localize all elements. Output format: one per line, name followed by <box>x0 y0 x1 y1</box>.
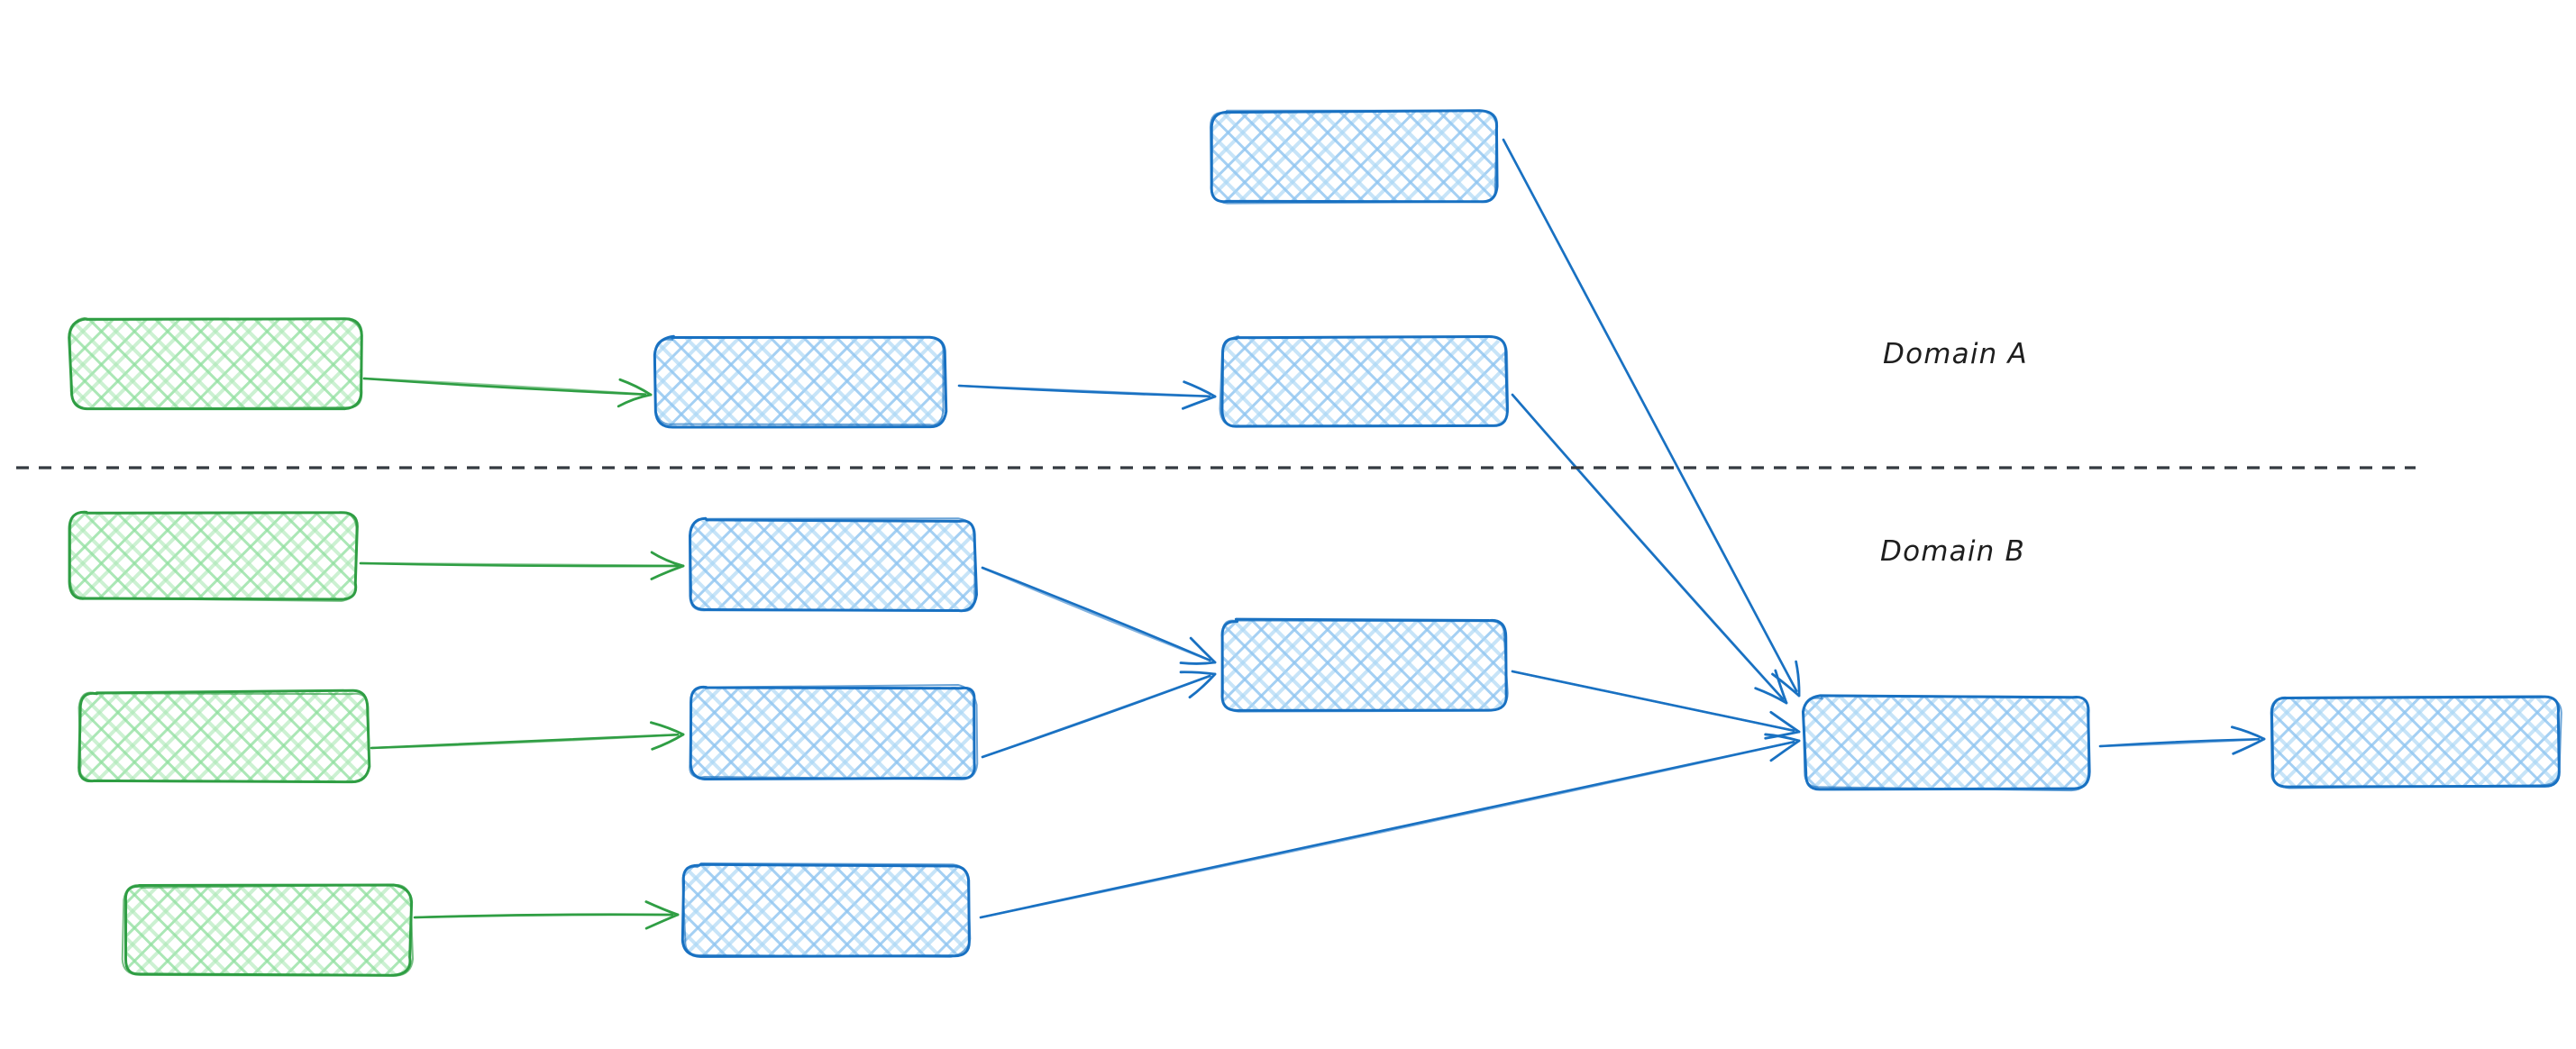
edge-b-blue-2-to-b-blue-mid <box>981 670 1217 759</box>
node-a-blue-1[interactable] <box>653 334 948 429</box>
edge-a-green-1-to-a-blue-1 <box>362 377 653 408</box>
edges-layer <box>359 138 2266 930</box>
node-b-green-1[interactable] <box>68 510 359 602</box>
node-b-blue-merge[interactable] <box>1801 694 2091 792</box>
edge-b-green-1-to-b-blue-1 <box>359 551 685 580</box>
node-b-green-3[interactable] <box>121 883 415 977</box>
edge-a-top-blue-to-b-blue-merge <box>1502 138 1801 698</box>
edge-b-blue-merge-to-b-blue-final <box>2098 725 2266 755</box>
nodes-layer <box>68 109 2562 977</box>
node-b-blue-1[interactable] <box>689 516 978 613</box>
edge-b-blue-3-to-b-blue-merge <box>979 733 1801 919</box>
domain-a-label: Domain A <box>1883 338 2028 370</box>
node-b-blue-3[interactable] <box>681 862 972 958</box>
edge-b-green-3-to-b-blue-3 <box>413 900 680 930</box>
domain-b-label: Domain B <box>1880 535 2026 568</box>
node-a-blue-2[interactable] <box>1219 334 1510 428</box>
node-b-green-2[interactable] <box>78 689 371 784</box>
node-a-top-blue[interactable] <box>1209 109 1499 205</box>
node-b-blue-mid[interactable] <box>1220 617 1509 713</box>
edge-b-blue-1-to-b-blue-mid <box>981 566 1217 665</box>
node-b-blue-final[interactable] <box>2270 695 2562 789</box>
node-a-green-1[interactable] <box>68 316 363 411</box>
edge-a-blue-2-to-b-blue-merge <box>1511 393 1788 705</box>
node-b-blue-2[interactable] <box>689 684 979 781</box>
edge-b-blue-mid-to-b-blue-merge <box>1511 670 1801 740</box>
edge-b-green-2-to-b-blue-2 <box>370 721 685 751</box>
edge-a-blue-1-to-a-blue-2 <box>957 380 1217 410</box>
